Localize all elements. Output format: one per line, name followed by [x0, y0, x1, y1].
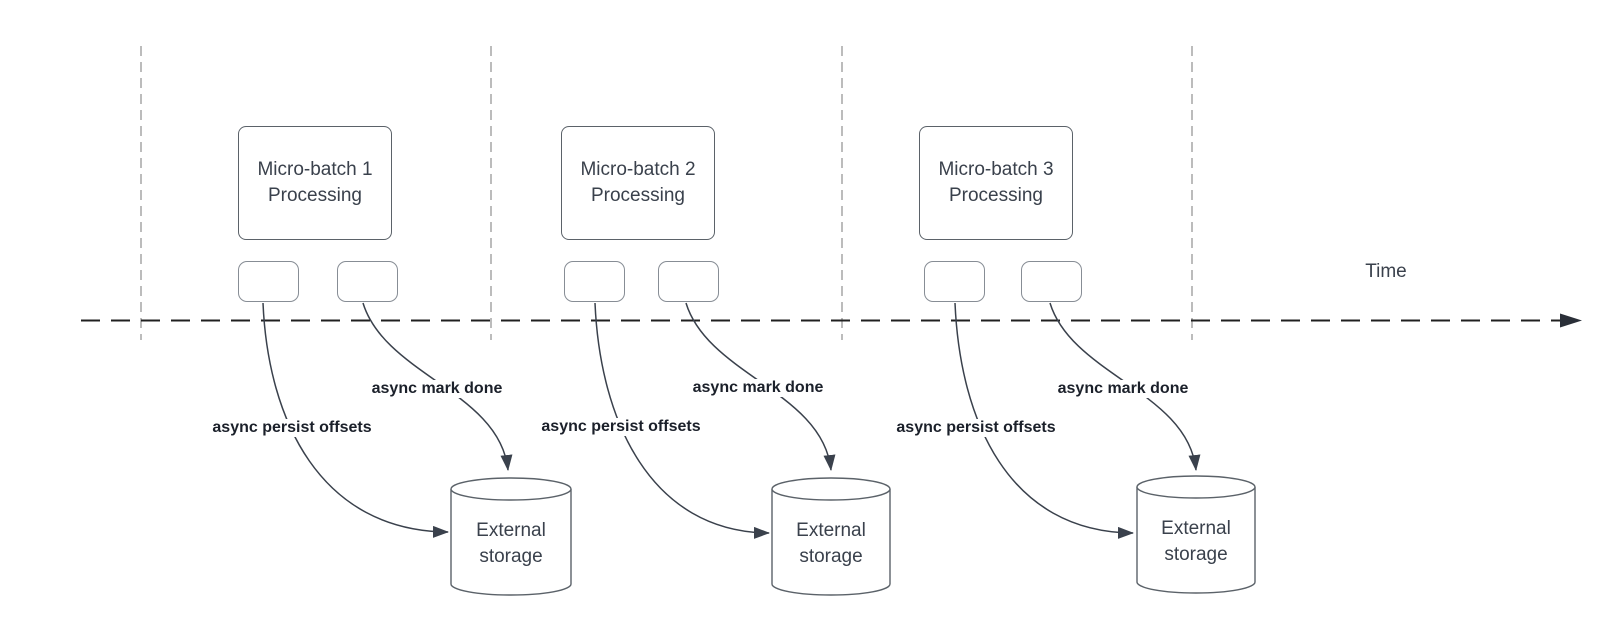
time-axis-label: Time	[1365, 261, 1407, 282]
external-storage-cylinder-2	[771, 477, 891, 596]
batch-2-task-box-right	[658, 261, 719, 302]
micro-batch-2-processing-box: Micro-batch 2 Processing	[561, 126, 715, 240]
persist-offsets-arrow-1	[262, 302, 449, 538]
batch-3-task-box-left	[924, 261, 985, 302]
external-storage-cylinder-3	[1136, 475, 1256, 594]
mark-done-label-3: async mark done	[1054, 380, 1192, 398]
persist-offsets-label-2: async persist offsets	[538, 418, 704, 436]
persist-offsets-label-1: async persist offsets	[209, 419, 375, 437]
micro-batch-3-processing-box: Micro-batch 3 Processing	[919, 126, 1073, 240]
mark-done-label-2: async mark done	[689, 379, 827, 397]
batch-1-task-box-right	[337, 261, 398, 302]
micro-batch-1-processing-box: Micro-batch 1 Processing	[238, 126, 392, 240]
batch-1-task-box-left	[238, 261, 299, 302]
external-storage-cylinder-1	[450, 477, 572, 596]
persist-offsets-arrow-2	[594, 302, 770, 539]
micro-batch-2-processing-label: Micro-batch 2 Processing	[580, 159, 696, 206]
external-storage-label-1: External storage	[476, 520, 546, 567]
persist-offsets-label-3: async persist offsets	[893, 419, 1059, 437]
mark-done-label-1: async mark done	[368, 380, 506, 398]
micro-batch-3-processing-label: Micro-batch 3 Processing	[938, 159, 1054, 206]
time-axis-arrowhead-icon	[1560, 313, 1582, 328]
micro-batch-1-processing-label: Micro-batch 1 Processing	[257, 159, 373, 206]
external-storage-label-2: External storage	[796, 520, 866, 567]
persist-offsets-arrow-3	[954, 302, 1134, 539]
external-storage-label-3: External storage	[1161, 518, 1231, 565]
batch-3-task-box-right	[1021, 261, 1082, 302]
batch-2-task-box-left	[564, 261, 625, 302]
